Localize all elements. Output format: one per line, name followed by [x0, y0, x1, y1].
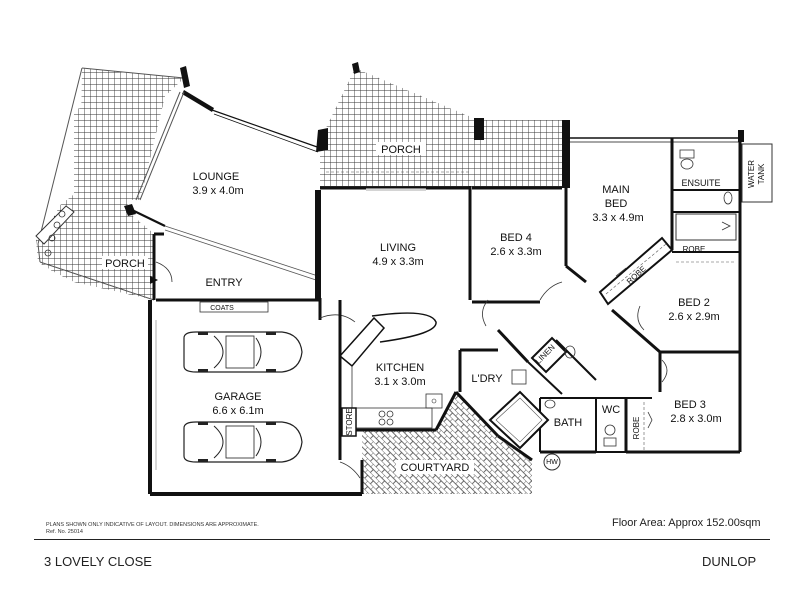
wc-label: WC [602, 404, 620, 416]
main-bed-size: 3.3 x 4.9m [592, 212, 643, 224]
bed3-label: BED 3 [674, 399, 706, 411]
lounge-label: LOUNGE [193, 171, 239, 183]
wc-toilet-icon [603, 424, 617, 447]
robe-bed3-label: ROBE [632, 417, 641, 440]
entry-walls [150, 232, 320, 313]
bath-basin-icon [544, 399, 556, 409]
hw-label: HW [546, 459, 558, 466]
footer-divider [34, 539, 770, 540]
ensuite-label: ENSUITE [681, 178, 720, 188]
porch-left-outline [35, 67, 185, 301]
disclaimer-note: PLANS SHOWN ONLY INDICATIVE OF LAYOUT. D… [46, 522, 259, 528]
main-bed-label2: BED [605, 198, 628, 210]
lounge-size: 3.9 x 4.0m [192, 185, 243, 197]
robe-diagonal [598, 236, 674, 306]
room-labels: LOUNGE 3.9 x 4.0m PORCH PORCH ENTRY COAT… [102, 142, 766, 474]
bed3-size: 2.8 x 3.0m [670, 413, 721, 425]
entry-arrow-icon [150, 276, 158, 284]
ensuite-toilet-icon [679, 149, 695, 170]
kitchen-label: KITCHEN [376, 362, 424, 374]
bed2-bed3-walls [611, 305, 742, 454]
main-bed-walls [566, 130, 773, 440]
car-bottom-icon [183, 421, 303, 463]
porch-left-area [36, 68, 184, 300]
robe-main-label: ROBE [683, 245, 706, 254]
cooktop-icon [378, 410, 394, 426]
store-label: STORE [345, 408, 354, 435]
kitchen-size: 3.1 x 3.0m [374, 376, 425, 388]
porch-top-area [320, 68, 562, 188]
garage-label: GARAGE [214, 391, 261, 403]
reference-number: Ref. No. 25014 [46, 529, 83, 535]
planter-icons [44, 210, 66, 257]
bed2-label: BED 2 [678, 297, 710, 309]
floor-area: Floor Area: Approx 152.00sqm [612, 517, 761, 529]
main-bed-label: MAIN [602, 184, 630, 196]
water-tank-label: WATER [747, 160, 756, 188]
bed4-walls [472, 188, 587, 304]
living-label: LIVING [380, 242, 416, 254]
entry-label: ENTRY [205, 277, 243, 289]
car-top-icon [183, 331, 303, 373]
water-tank-label2: TANK [757, 163, 766, 184]
porch-left-label: PORCH [105, 258, 145, 270]
bed4-size: 2.6 x 3.3m [490, 246, 541, 258]
laundry-tub-icon [511, 345, 576, 385]
lounge-walls [124, 66, 328, 300]
coats-label: COATS [210, 305, 234, 312]
laundry-label: L'DRY [471, 373, 503, 385]
kitchen-walls [338, 312, 533, 462]
address-title: 3 LOVELY CLOSE [44, 554, 152, 569]
wet-area-walls [458, 299, 626, 471]
porch-top-label: PORCH [381, 144, 421, 156]
suburb-title: DUNLOP [702, 554, 757, 569]
hw-unit-icon [543, 453, 561, 471]
bed2-size: 2.6 x 2.9m [668, 311, 719, 323]
living-size: 4.9 x 3.3m [372, 256, 423, 268]
ensuite-basin-icon [723, 191, 733, 205]
garage-size: 6.6 x 6.1m [212, 405, 263, 417]
bed4-label: BED 4 [500, 232, 532, 244]
garage-walls [148, 300, 364, 496]
living-walls [318, 62, 570, 323]
courtyard-label: COURTYARD [401, 462, 470, 474]
bath-label: BATH [554, 417, 583, 429]
sink-icon [425, 393, 443, 409]
